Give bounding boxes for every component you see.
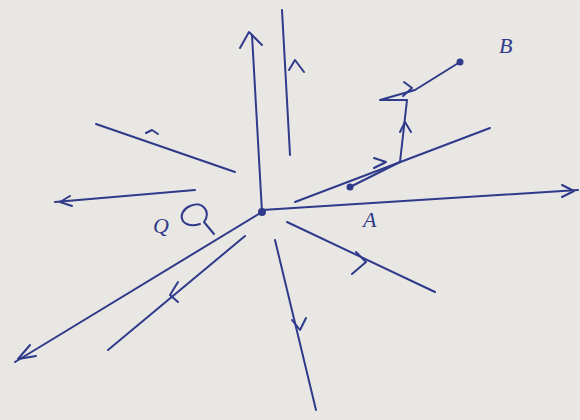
point-b — [457, 59, 464, 66]
field-line — [287, 222, 435, 292]
field-line — [55, 190, 195, 202]
loop-mark — [182, 204, 214, 234]
path-a-b — [350, 62, 460, 187]
arrowhead — [60, 196, 72, 206]
field-line — [108, 236, 245, 350]
arrowhead — [352, 252, 366, 274]
arrowhead — [146, 130, 158, 134]
field-line — [275, 240, 316, 410]
arrowhead — [403, 82, 412, 96]
arrowhead — [400, 122, 411, 132]
field-line — [282, 10, 290, 155]
charge-point — [258, 208, 266, 216]
arrowhead — [170, 282, 178, 302]
charge-label: Q — [150, 214, 172, 238]
point-a — [347, 184, 354, 191]
arrowhead — [292, 318, 306, 330]
field-line — [15, 212, 262, 362]
field-line — [262, 190, 578, 210]
point-label: B — [496, 34, 515, 58]
field-line — [96, 124, 235, 172]
field-line — [252, 35, 262, 212]
arrowhead — [240, 32, 262, 48]
arrowhead — [18, 345, 36, 359]
arrowhead — [289, 60, 304, 72]
arrowhead — [374, 158, 386, 168]
point-label: A — [360, 208, 379, 232]
arrowhead — [562, 185, 574, 197]
